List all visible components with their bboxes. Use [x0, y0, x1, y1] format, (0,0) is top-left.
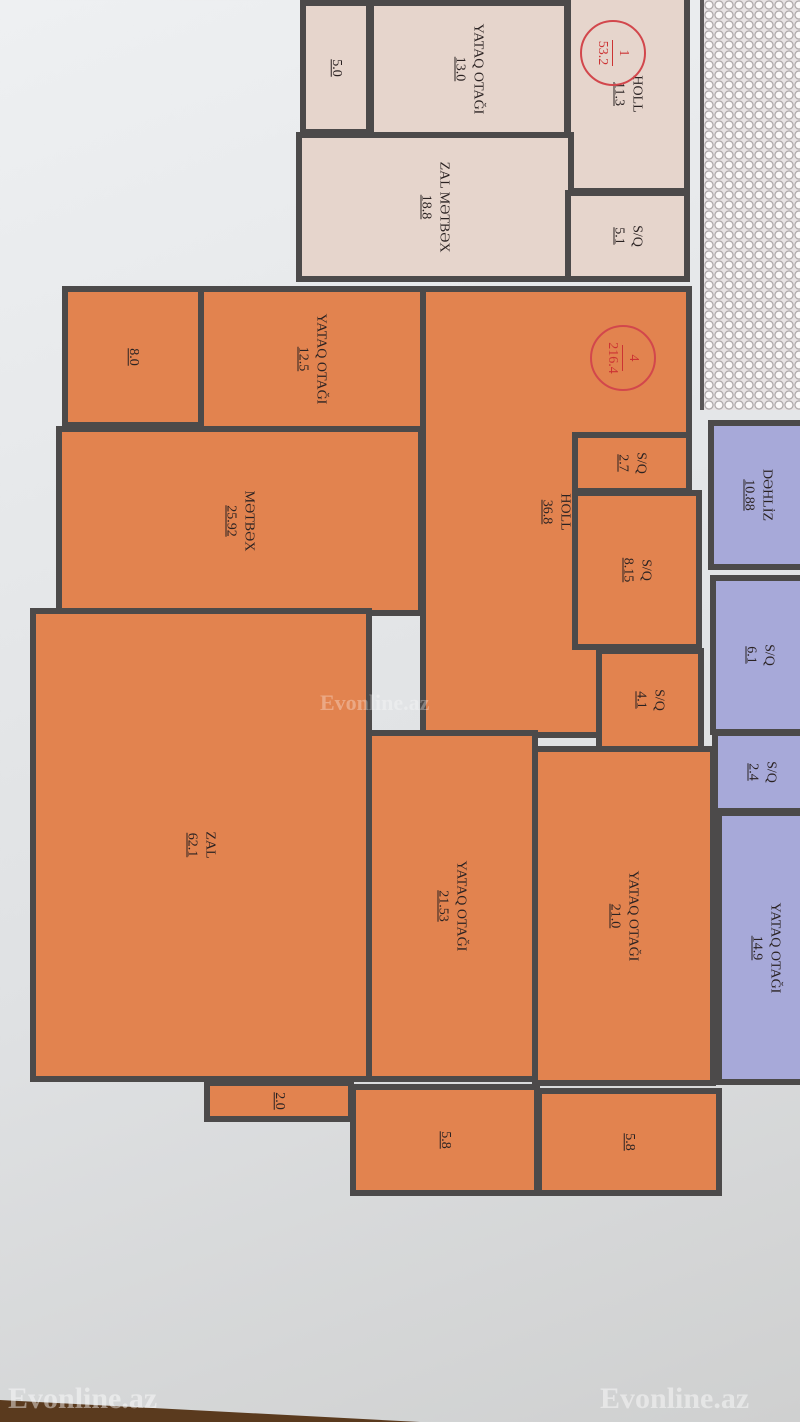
apartment-badge-4: 4 216.4: [590, 325, 656, 391]
room-r5-0: 5.0: [300, 0, 372, 135]
room-area: 25.92: [224, 505, 239, 537]
room-area: 12.5: [296, 346, 311, 372]
room-name: S/Q: [763, 761, 779, 783]
apartment-area: 53.2: [595, 40, 611, 66]
room-area: 18.8: [419, 194, 434, 220]
room-area: 8.0: [125, 348, 141, 366]
room-area: 5.1: [611, 227, 627, 245]
room-name: YATAQ OTAĞI: [470, 23, 486, 115]
stairwell-pattern: [700, 0, 800, 410]
room-area: 2.4: [746, 763, 761, 781]
room-area: 5.8: [437, 1131, 453, 1149]
watermark: Evonline.az: [320, 690, 430, 715]
room-r8-0: 8.0: [62, 286, 204, 428]
room-area: 6.1: [744, 646, 759, 664]
room-balcony-5-8b: 5.8: [536, 1088, 722, 1196]
room-area: 2.0: [271, 1092, 287, 1110]
watermark: Evonline.az: [600, 1382, 750, 1415]
room-label: 5.8: [436, 1131, 454, 1149]
room-name: DƏHLİZ: [759, 468, 775, 522]
room-area: 13.0: [453, 56, 468, 82]
room-area: 5.0: [328, 58, 344, 77]
room-name: S/Q: [629, 225, 644, 247]
room-area: 62.1: [185, 832, 200, 858]
room-name: YATAQ OTAĞI: [453, 860, 469, 952]
room-area: 36.8: [540, 499, 555, 525]
apartment-area: 216.4: [605, 342, 621, 374]
room-name: HOLL: [557, 493, 573, 531]
room-label: 8.0: [124, 348, 142, 366]
room-area: 5.8: [621, 1133, 637, 1151]
room-label: 2.0: [270, 1092, 288, 1110]
room-name: S/Q: [638, 559, 654, 581]
room-name: YATAQ OTAĞI: [767, 902, 783, 993]
room-area: 4.1: [634, 691, 649, 709]
apartment-number: 4: [625, 354, 641, 362]
room-label: 5.0: [327, 59, 345, 77]
watermark: Evonline.az: [8, 1382, 158, 1415]
room-name: S/Q: [761, 644, 777, 666]
room-area: 2.7: [616, 454, 631, 472]
room-name: S/Q: [651, 689, 667, 711]
room-balcony-2: 2.0: [204, 1080, 354, 1122]
room-area: 14.9: [750, 935, 765, 960]
room-area: 21.0: [608, 903, 623, 929]
room-name: ZAL: [202, 831, 218, 859]
room-area: 8.15: [621, 557, 636, 583]
apartment-number: 1: [615, 49, 631, 57]
room-name: HOLL: [629, 75, 644, 113]
room-name: YATAQ OTAĞI: [313, 313, 329, 405]
room-balcony-5-8a: 5.8: [350, 1084, 540, 1196]
room-area: 10.88: [742, 479, 757, 511]
room-label: 5.8: [620, 1133, 638, 1151]
room-name: ZAL MƏTBƏX: [436, 161, 452, 253]
room-name: S/Q: [633, 452, 649, 474]
room-name: MƏTBƏX: [241, 490, 257, 552]
room-area: 21.53: [436, 890, 451, 922]
room-name: YATAQ OTAĞI: [625, 870, 641, 962]
